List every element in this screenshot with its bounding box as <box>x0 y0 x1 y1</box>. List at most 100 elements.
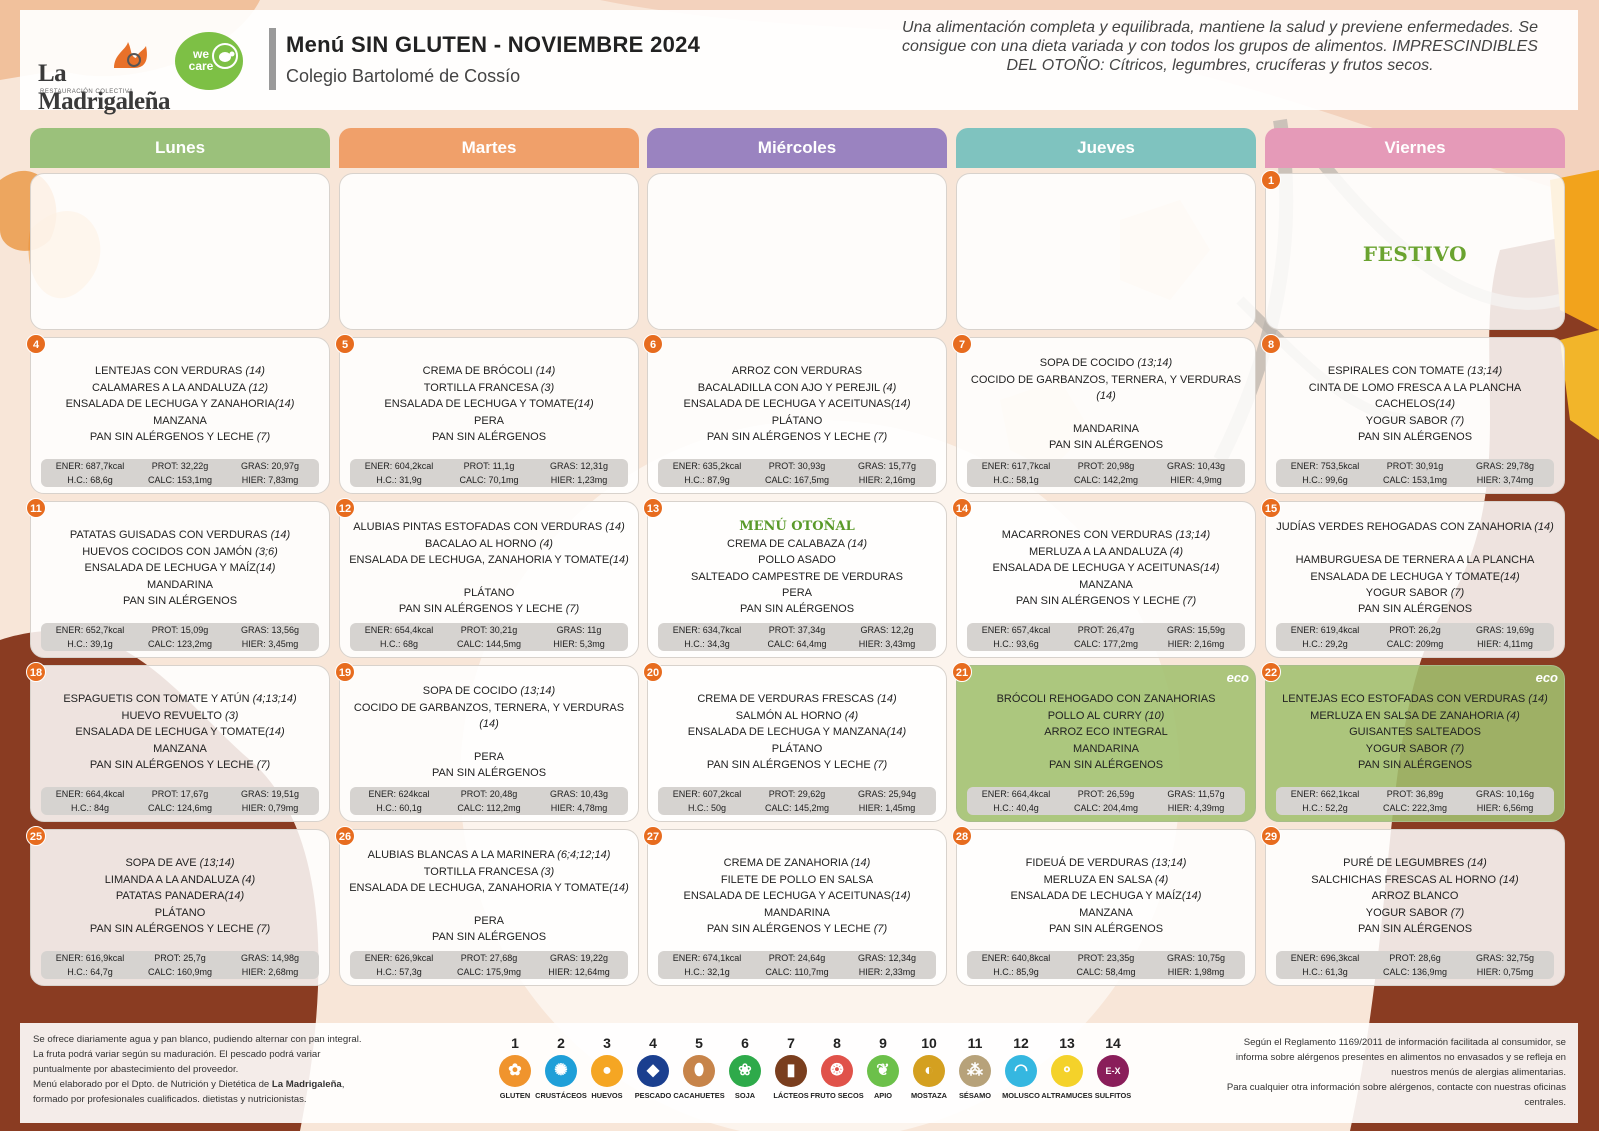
menu-dishes: JUDÍAS VERDES REHOGADAS CON ZANAHORIA (1… <box>1272 518 1558 619</box>
nutrition-hc: H.C.: 68g <box>354 639 444 649</box>
dish-line: SALCHICHAS FRESCAS AL HORNO (14) <box>1311 872 1518 888</box>
nutrition-label: GRAS: <box>1475 953 1507 963</box>
menu-dishes: SOPA DE AVE (13;14)LIMANDA A LA ANDALUZA… <box>37 846 323 947</box>
dish-name: ENSALADA DE LECHUGA Y ACEITUNAS <box>683 398 891 411</box>
soy-icon: ❀ <box>729 1055 761 1087</box>
nutrition-label: ENER: <box>981 953 1012 963</box>
allergen-codes: (7) <box>1450 586 1465 599</box>
dish-name: SALCHICHAS FRESCAS AL HORNO <box>1311 873 1500 886</box>
nutrition-value: 10,75g <box>1197 953 1226 963</box>
nutrition-calc: CALC: 177,2mg <box>1061 639 1151 649</box>
wecare-line2: care <box>188 59 214 73</box>
nutrition-value: 657,4kcal <box>1011 625 1051 635</box>
dish-line: SOPA DE COCIDO (13;14) <box>423 683 555 699</box>
sesame-icon: ⁂ <box>959 1055 991 1087</box>
nutrition-calc: CALC: 167,5mg <box>752 475 842 485</box>
legal-line: nuestros menús de alergias alimentarias. <box>1391 1067 1566 1078</box>
allergen-label: FRUTO SECOS <box>810 1091 864 1100</box>
nutrition-label: PROT: <box>151 625 181 635</box>
nutrition-value: 15,77g <box>888 461 917 471</box>
dish-line: PLÁTANO <box>772 413 823 429</box>
nutrition-value: 15,09g <box>180 625 209 635</box>
nutrition-value: 17,67g <box>180 789 209 799</box>
dish-name: PLÁTANO <box>771 414 823 427</box>
nutrition-hc: H.C.: 60,1g <box>354 803 444 813</box>
allergen-label: GLUTEN <box>499 1091 531 1100</box>
nutrition-value: 12,34g <box>888 953 917 963</box>
school-name: Colegio Bartolomé de Cossío <box>286 66 521 86</box>
allergen-codes: (14) <box>265 726 285 739</box>
dish-name: MERLUZA EN SALSA <box>1043 873 1155 886</box>
day-number-badge: 13 <box>643 498 663 518</box>
dish-name: MANZANA <box>153 742 207 755</box>
nutrition-label: PROT: <box>1389 953 1419 963</box>
nutrition-ener: ENER: 604,2kcal <box>354 461 444 471</box>
allergen-item: 6❀SOJA <box>717 1035 773 1100</box>
day-number-badge: 20 <box>643 662 663 682</box>
nutrition-value: 634,7kcal <box>702 625 742 635</box>
nutrition-label: HIER: <box>550 803 578 813</box>
allergen-codes: (7) <box>1450 906 1465 919</box>
nutrition-label: H.C.: <box>376 475 400 485</box>
dish-line: ENSALADA DE LECHUGA Y MAÍZ(14) <box>1011 888 1202 904</box>
nutrition-label: ENER: <box>1290 789 1321 799</box>
nutrition-value: 0,75mg <box>1503 967 1534 977</box>
nutrition-calc: CALC: 153,1mg <box>1370 475 1460 485</box>
dish-line: HAMBURGUESA DE TERNERA A LA PLANCHA <box>1296 552 1535 568</box>
nutrition-hc: H.C.: 52,2g <box>1280 803 1370 813</box>
nutrition-label: CALC: <box>765 967 795 977</box>
menu-day-cell <box>647 173 947 330</box>
allergen-item: 3●HUEVOS <box>579 1035 635 1100</box>
nutrition-calc: CALC: 222,3mg <box>1370 803 1460 813</box>
nutrition-value: 1,45mg <box>885 803 916 813</box>
nutrition-value: 40,4g <box>1016 803 1039 813</box>
menu-day-cell <box>956 173 1256 330</box>
dish-line: TORTILLA FRANCESA (3) <box>424 380 554 396</box>
nutrition-label: GRAS: <box>549 789 581 799</box>
shell-icon: ◠ <box>1005 1055 1037 1087</box>
nutrition-label: GRAS: <box>860 625 891 635</box>
allergen-label: SÉSAMO <box>958 1091 992 1100</box>
nutrition-value: 61,3g <box>1325 967 1348 977</box>
nutrition-calc: CALC: 136,9mg <box>1370 967 1460 977</box>
nutrition-value: 607,2kcal <box>702 789 742 799</box>
allergen-codes: (14) <box>224 890 245 903</box>
allergen-number: 1 <box>511 1035 519 1051</box>
nutrition-value: 87,9g <box>707 475 730 485</box>
nutrition-calc: CALC: 123,2mg <box>135 639 225 649</box>
nutrition-prot: PROT: 27,68g <box>444 953 534 963</box>
dish-line: ARROZ ECO INTEGRAL <box>1044 724 1167 740</box>
dish-line: PERA <box>474 913 504 929</box>
nutrition-label: ENER: <box>55 625 86 635</box>
dish-name: PERA <box>474 914 504 927</box>
dish-name: MANDARINA <box>1072 742 1139 755</box>
day-header-1: Martes <box>339 128 639 168</box>
nutrition-hc: H.C.: 57,3g <box>354 967 444 977</box>
allergen-codes: (13;14) <box>199 857 235 870</box>
allergen-codes: (13;14) <box>1175 529 1211 542</box>
nutrition-label: CALC: <box>456 639 486 649</box>
dish-line: PATATAS GUISADAS CON VERDURAS (14) <box>70 527 290 543</box>
nutrition-label: CALC: <box>147 803 177 813</box>
nutrition-label: GRAS: <box>1166 625 1198 635</box>
dish-name: ENSALADA DE LECHUGA Y MAÍZ <box>84 562 256 575</box>
nutrition-value: 25,94g <box>888 789 917 799</box>
dish-line: PERA <box>474 413 504 429</box>
nutrition-label: GRAS: <box>1475 461 1507 471</box>
dish-name: PAN SIN ALÉRGENOS <box>431 431 547 444</box>
dish-line: PLÁTANO <box>155 905 206 921</box>
nutrition-value: 652,7kcal <box>85 625 125 635</box>
allergen-codes: (7) <box>873 431 888 444</box>
allergen-item: 8❂FRUTO SECOS <box>809 1035 865 1100</box>
dish-line: POLLO AL CURRY (10) <box>1048 708 1165 724</box>
nutrition-value: 635,2kcal <box>702 461 742 471</box>
allergen-number: 5 <box>695 1035 703 1051</box>
